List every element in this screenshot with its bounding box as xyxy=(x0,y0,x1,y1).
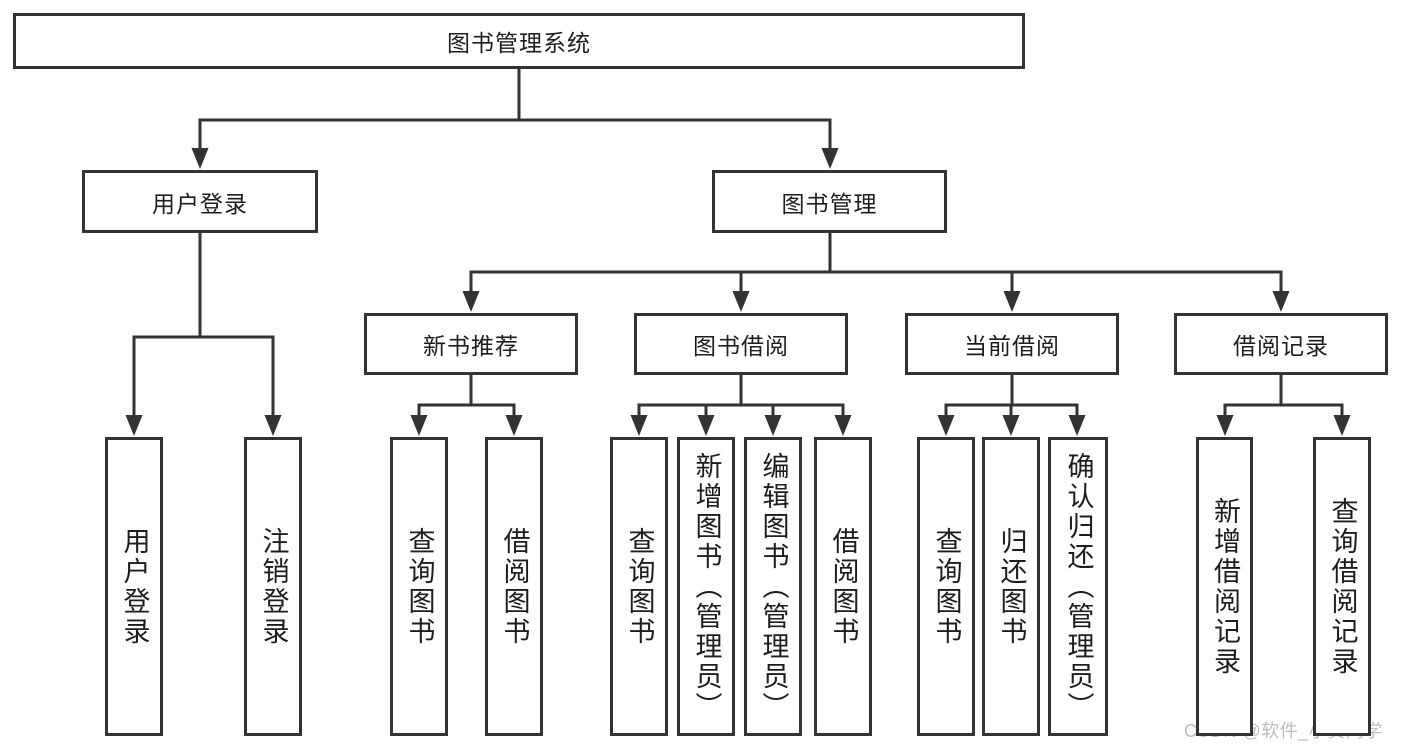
node-label-leaf-add-borrow-record: 新增借阅记录 xyxy=(1210,496,1240,677)
node-leaf-query-borrow-record: 查询借阅记录 xyxy=(1313,437,1371,736)
arrowhead xyxy=(1068,415,1086,436)
node-leaf-add-borrow-record: 新增借阅记录 xyxy=(1196,437,1253,736)
arrowhead xyxy=(732,291,750,312)
node-label-leaf-borrow-books-1: 借阅图书 xyxy=(499,526,530,647)
arrowhead-group xyxy=(125,148,1351,436)
node-label-leaf-edit-book: 编辑图书（管理员） xyxy=(758,451,789,722)
arrowhead xyxy=(764,415,782,436)
node-label-leaf-query-borrow-record: 查询借阅记录 xyxy=(1327,496,1358,677)
node-label-book-mgmt: 图书管理 xyxy=(781,190,878,217)
node-leaf-confirm-return: 确认归还（管理员） xyxy=(1048,437,1108,736)
node-label-book-borrow: 图书借阅 xyxy=(693,333,789,359)
arrowhead xyxy=(821,148,839,169)
node-label-leaf-query-books-1: 查询图书 xyxy=(404,526,435,647)
node-book-mgmt: 图书管理 xyxy=(712,170,947,233)
node-leaf-query-books-3: 查询图书 xyxy=(917,437,975,736)
node-borrow-records: 借阅记录 xyxy=(1174,313,1388,375)
node-label-user-login: 用户登录 xyxy=(152,190,248,217)
node-book-borrow: 图书借阅 xyxy=(634,313,848,375)
arrowhead xyxy=(410,415,428,436)
arrowhead xyxy=(1002,415,1020,436)
node-root: 图书管理系统 xyxy=(13,13,1025,69)
node-leaf-add-book: 新增图书（管理员） xyxy=(677,437,735,736)
arrowhead xyxy=(505,415,523,436)
node-leaf-query-books-1: 查询图书 xyxy=(390,437,448,736)
arrowhead xyxy=(630,415,648,436)
node-label-leaf-borrow-books-2: 借阅图书 xyxy=(828,526,859,647)
arrowhead xyxy=(1333,415,1351,436)
node-label-leaf-confirm-return: 确认归还（管理员） xyxy=(1063,451,1094,722)
node-leaf-return-book: 归还图书 xyxy=(982,437,1040,736)
node-label-new-book-rec: 新书推荐 xyxy=(423,333,519,359)
arrowhead xyxy=(937,415,955,436)
node-label-leaf-query-books-3: 查询图书 xyxy=(931,526,962,647)
arrowhead xyxy=(834,415,852,436)
node-leaf-edit-book: 编辑图书（管理员） xyxy=(744,437,802,736)
node-label-root: 图书管理系统 xyxy=(447,30,591,56)
node-label-leaf-return-book: 归还图书 xyxy=(996,526,1027,647)
node-leaf-borrow-books-1: 借阅图书 xyxy=(485,437,543,736)
node-current-borrow: 当前借阅 xyxy=(905,313,1119,375)
arrowhead xyxy=(191,148,209,169)
node-leaf-user-login: 用户登录 xyxy=(105,437,163,736)
arrowhead xyxy=(125,415,143,436)
node-label-current-borrow: 当前借阅 xyxy=(964,333,1060,359)
arrowhead xyxy=(697,415,715,436)
arrowhead xyxy=(1003,291,1021,312)
arrowhead xyxy=(462,291,480,312)
node-leaf-borrow-books-2: 借阅图书 xyxy=(814,437,872,736)
node-user-login: 用户登录 xyxy=(82,170,318,233)
node-label-leaf-add-book: 新增图书（管理员） xyxy=(691,451,722,722)
node-label-leaf-user-login: 用户登录 xyxy=(119,526,150,647)
node-leaf-query-books-2: 查询图书 xyxy=(610,437,668,736)
arrowhead xyxy=(1272,291,1290,312)
node-label-leaf-logout: 注销登录 xyxy=(258,526,289,647)
node-leaf-logout: 注销登录 xyxy=(244,437,302,736)
node-label-borrow-records: 借阅记录 xyxy=(1233,333,1329,359)
node-new-book-rec: 新书推荐 xyxy=(364,313,578,375)
arrowhead xyxy=(1216,415,1234,436)
arrowhead xyxy=(264,415,282,436)
node-label-leaf-query-books-2: 查询图书 xyxy=(624,526,655,647)
